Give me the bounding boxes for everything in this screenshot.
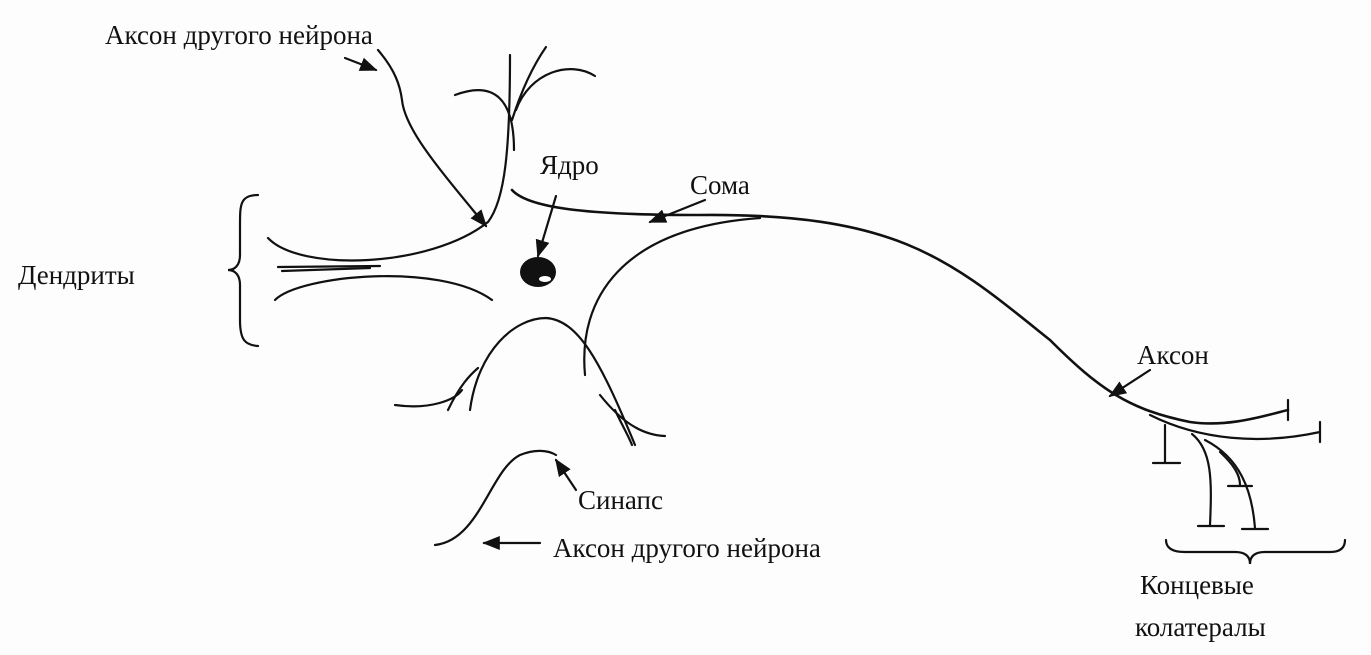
nucleus bbox=[520, 257, 556, 287]
soma-arrow bbox=[648, 198, 707, 224]
label-other-axon-bottom: Аксон другого нейрона bbox=[553, 533, 821, 563]
label-axon: Аксон bbox=[1137, 340, 1209, 370]
axon-arrow bbox=[1108, 368, 1152, 398]
dendrites bbox=[266, 45, 667, 447]
label-other-axon-top: Аксон другого нейрона bbox=[105, 20, 373, 50]
label-collaterals-1: Концевые bbox=[1140, 570, 1254, 600]
synapse-arrow bbox=[554, 458, 578, 492]
dendrites-brace bbox=[227, 193, 260, 348]
other-axon-bottom bbox=[433, 449, 558, 547]
other-axon-top bbox=[343, 48, 488, 228]
collaterals-brace bbox=[1164, 538, 1347, 565]
axon-path bbox=[510, 188, 1322, 531]
label-soma: Сома bbox=[690, 170, 750, 200]
nucleus-arrow bbox=[535, 194, 558, 258]
label-collaterals-2: колатералы bbox=[1135, 612, 1266, 642]
label-nucleus: Ядро bbox=[540, 150, 599, 180]
label-dendrites: Дендриты bbox=[18, 260, 135, 290]
label-synapse: Синапс bbox=[578, 485, 663, 515]
